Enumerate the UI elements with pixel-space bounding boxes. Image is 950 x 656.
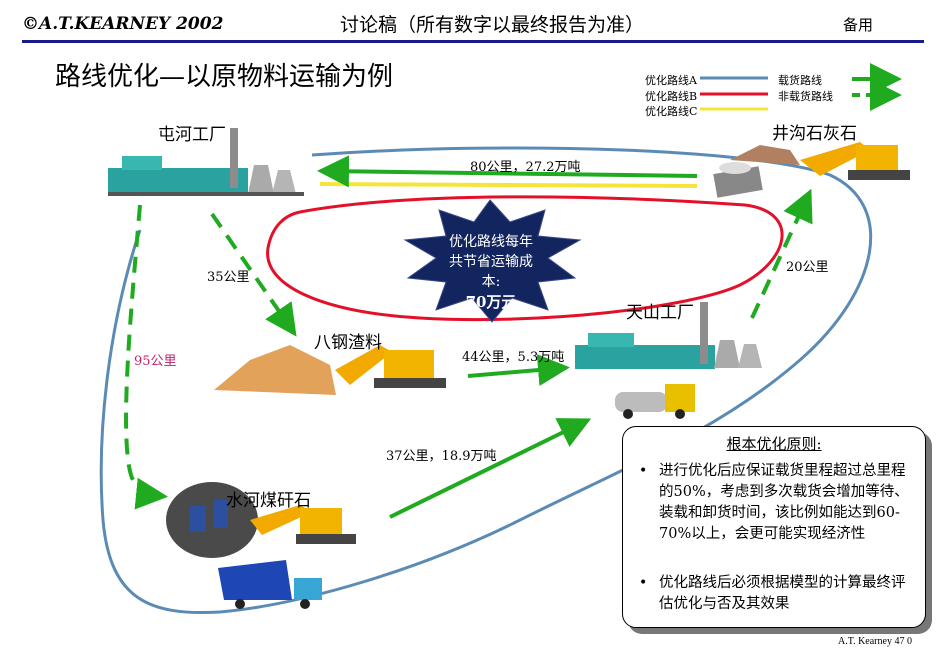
draft-notice: 讨论稿（所有数字以最终报告为准） [340,14,645,36]
legend-route-b: 优化路线B [645,90,698,103]
jinggou-quarry-icon [713,142,910,198]
legend-loaded: 载货路线 [778,74,822,87]
edge-label-jinggou-tunhe: 80公里，27.2万吨 [470,160,581,175]
principle-note-box: 根本优化原则: • 进行优化后应保证载货里程超过总里程的50%，考虑到多次载货会… [622,426,926,628]
edge-label-bagang-tianshan: 44公里，5.3万吨 [462,350,565,365]
route-b-loop [266,195,784,322]
savings-line-2: 共节省运输成本: [449,254,533,290]
savings-amount: 70万元 [465,293,517,311]
note-bullet-1: • 进行优化后应保证载货里程超过总里程的50%，考虑到多次载货会增加等待、装载和… [639,461,915,545]
edge-label-tunhe-bagang: 35公里 [207,270,250,285]
note-bullet-2-text: 优化路线后必须根据模型的计算最终评估优化与否及其效果 [659,575,906,612]
arrow-shuixihe-tianshan [389,418,592,519]
legend-route-c: 优化路线C [645,105,698,118]
edge-label-shuixihe-tianshan: 37公里，18.9万吨 [386,449,497,464]
location-tunhe: 屯河工厂 [158,125,226,145]
legend-route-a: 优化路线A [645,74,697,87]
bagang-slag-icon [214,345,446,395]
savings-star [403,199,582,323]
edge-label-tunhe-shuixihe: 95公里 [134,354,177,369]
header-divider [22,40,924,43]
legend-unloaded: 非载货路线 [778,90,833,103]
edge-label-tianshan-jinggou: 20公里 [786,260,829,275]
copyright-label: ©A.T.KEARNEY 2002 [22,14,224,34]
location-jinggou: 井沟石灰石 [772,124,857,144]
savings-callout: 优化路线每年 共节省运输成本: 70万元 [440,232,542,312]
shuixihe-coal-icon [166,482,356,558]
arrow-tunhe-shuixihe [124,204,168,510]
route-c-line [319,182,698,188]
note-bullet-1-text: 进行优化后应保证载货里程超过总里程的50%，考虑到多次载货会增加等待、装载和卸货… [659,463,909,542]
dump-truck-icon [218,560,322,609]
route-a-loop [99,146,873,615]
arrow-tianshan-jinggou [750,188,813,319]
savings-line-1: 优化路线每年 [449,234,533,250]
note-title: 根本优化原则: [726,435,822,453]
slide-title: 路线优化—以原物料运输为例 [55,62,394,92]
bullet-dot-icon: • [639,575,648,591]
arrow-jinggou-tunhe [317,155,698,188]
location-bagang: 八钢渣料 [314,333,382,353]
arrow-tunhe-bagang [210,212,297,337]
arrow-bagang-tianshan [467,354,570,386]
tianshan-factory-icon [575,302,762,369]
bullet-dot-icon: • [639,463,648,479]
location-tianshan: 天山工厂 [626,303,694,323]
location-shuixihe: 水河煤矸石 [226,491,311,511]
backup-label: 备用 [843,16,874,34]
tanker-truck-icon [615,384,695,419]
tunhe-factory-icon [108,128,304,196]
footer-page-label: A.T. Kearney 47 0 [838,636,912,647]
note-bullet-2: • 优化路线后必须根据模型的计算最终评估优化与否及其效果 [639,573,915,615]
